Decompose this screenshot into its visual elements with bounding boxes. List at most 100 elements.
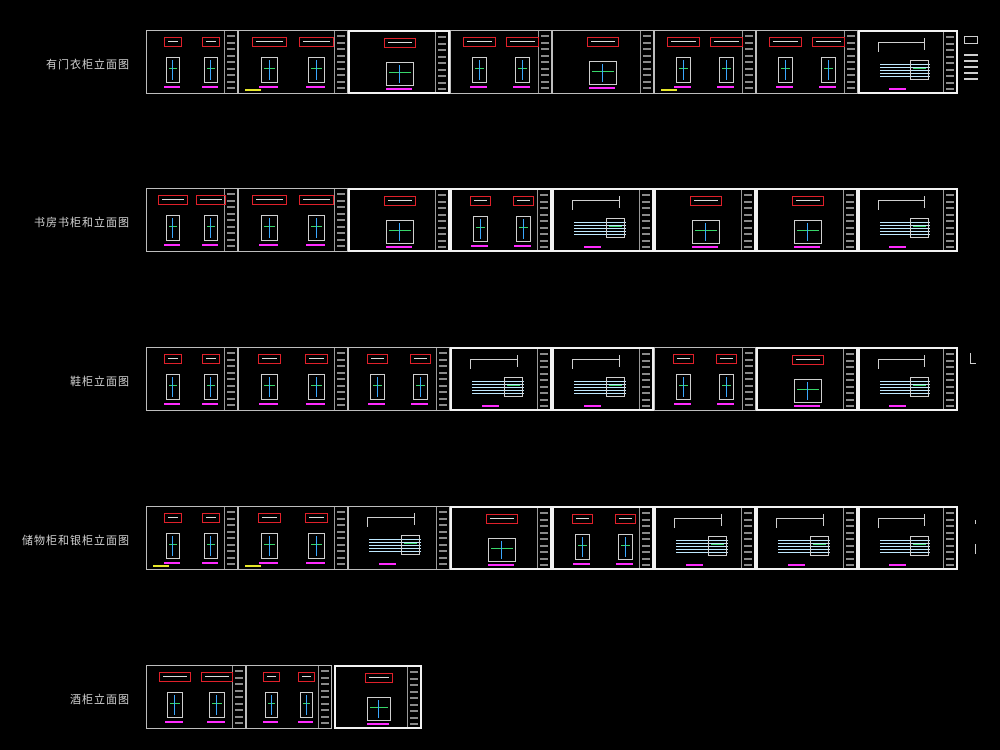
elevation-line — [880, 234, 931, 235]
title-block-line — [744, 207, 752, 209]
drawing-sheet[interactable] — [552, 347, 654, 411]
title-block-line — [745, 371, 753, 374]
title-block-line — [846, 372, 854, 375]
drawing-label — [163, 562, 181, 564]
title-block-line — [227, 530, 235, 533]
drawing-sheet[interactable] — [348, 188, 450, 252]
title-block-line — [643, 74, 651, 76]
title-block-line — [946, 220, 954, 222]
drawing-sheet[interactable] — [552, 188, 654, 252]
drawing-sheet[interactable] — [654, 30, 756, 94]
title-block-line — [744, 551, 752, 553]
plan-detail-box — [769, 37, 802, 47]
title-block — [639, 190, 652, 250]
center-line — [398, 65, 400, 83]
drawing-sheet[interactable] — [146, 506, 238, 570]
drawing-sheet[interactable] — [238, 347, 348, 411]
title-block-line — [642, 551, 650, 553]
drawing-sheet[interactable] — [450, 188, 552, 252]
title-block-line — [540, 207, 548, 209]
drawing-sheet[interactable] — [654, 188, 756, 252]
plan-detail-box — [196, 195, 226, 205]
drawing-sheet[interactable] — [450, 347, 552, 411]
drawing-sheet[interactable] — [334, 665, 422, 729]
drawing-sheet[interactable] — [146, 188, 238, 252]
title-block-line — [337, 35, 345, 37]
drawing-sheet[interactable] — [348, 30, 450, 94]
title-block-line — [846, 353, 854, 355]
plan-detail-box — [689, 196, 723, 206]
title-block-line — [744, 233, 752, 235]
drawing-label — [794, 246, 820, 248]
drawing-sheet[interactable] — [654, 506, 756, 570]
title-block-line — [337, 54, 345, 57]
elevation-figure — [488, 538, 516, 562]
title-block-line — [946, 68, 954, 71]
drawing-sheet[interactable] — [146, 665, 246, 729]
drawing-sheet[interactable] — [552, 30, 654, 94]
drawing-sheet[interactable] — [654, 347, 756, 411]
center-line — [478, 60, 480, 80]
plan-detail-box — [298, 195, 335, 205]
drawing-sheet[interactable] — [552, 506, 654, 570]
drawing-sheet[interactable] — [756, 30, 858, 94]
plan-line — [776, 518, 777, 528]
elevation-line — [369, 539, 421, 540]
dimension-line — [389, 229, 411, 231]
title-block-line — [321, 689, 329, 692]
drawing-sheet[interactable] — [450, 506, 552, 570]
title-block-line — [946, 213, 954, 216]
center-line — [216, 695, 218, 715]
title-block-line — [439, 517, 447, 520]
elevation-line — [574, 387, 626, 388]
plan-detail-box — [791, 355, 825, 365]
dimension-line — [913, 226, 927, 228]
title-block-line — [846, 366, 854, 368]
plan-line — [572, 200, 620, 201]
drawing-sheet[interactable] — [246, 665, 332, 729]
title-block-line — [439, 404, 447, 406]
plan-line — [674, 518, 722, 519]
title-block — [318, 666, 331, 728]
drawing-label — [201, 244, 219, 246]
title-block-line — [227, 61, 235, 63]
title-block-line — [946, 353, 954, 355]
elevation-line — [369, 545, 421, 546]
drawing-sheet[interactable] — [756, 347, 858, 411]
title-block-line — [337, 48, 345, 50]
title-block-line — [946, 62, 954, 64]
drawing-sheet[interactable] — [756, 188, 858, 252]
drawing-sheet[interactable] — [238, 188, 348, 252]
drawing-sheet[interactable] — [146, 347, 238, 411]
title-block-line — [438, 207, 446, 209]
title-block-line — [642, 226, 650, 229]
drawing-sheet[interactable] — [858, 347, 958, 411]
title-block-line — [846, 518, 854, 521]
title-block-line — [846, 525, 854, 527]
title-block-line — [642, 359, 650, 362]
elevation-figure — [260, 533, 278, 559]
elevation-figure — [692, 220, 720, 244]
drawing-label — [788, 564, 806, 566]
plan-line — [414, 513, 416, 525]
drawing-sheet[interactable] — [858, 188, 958, 252]
plan-line — [878, 518, 925, 519]
drawing-sheet[interactable] — [450, 30, 552, 94]
drawing-sheet[interactable] — [146, 30, 238, 94]
title-block-line — [946, 385, 954, 388]
drawing-sheet[interactable] — [858, 506, 958, 570]
drawing-sheet[interactable] — [238, 30, 348, 94]
drawing-sheet[interactable] — [238, 506, 348, 570]
plan-detail-box — [710, 37, 743, 47]
dimension-line — [797, 229, 819, 231]
title-block-line — [541, 74, 549, 76]
drawing-sheet[interactable] — [348, 347, 450, 411]
drawing-sheet[interactable] — [858, 30, 958, 94]
title-block-line — [846, 379, 854, 381]
drawing-sheet[interactable] — [756, 506, 858, 570]
title-block-line — [541, 61, 549, 63]
drawing-sheet[interactable] — [348, 506, 450, 570]
title-block-line — [642, 564, 650, 566]
title-block-line — [846, 538, 854, 540]
